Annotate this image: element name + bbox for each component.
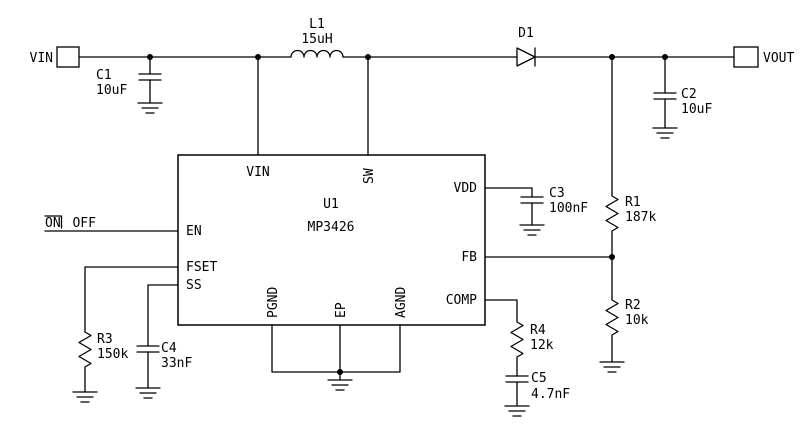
capacitor-c2: C2 10uF [652,87,712,139]
pin-label-fb: FB [461,250,477,265]
ic-body [177,154,486,326]
ground-icon [135,387,161,399]
junction-dots [147,54,668,375]
resistor-r3: R3 150k [72,327,128,403]
vout-port-label: VOUT [763,51,794,66]
on-overline [44,215,63,229]
capacitor-c3: C3 100nF [519,186,588,236]
junction-dot [662,54,668,60]
r3-value: 150k [97,347,128,362]
r2-value: 10k [625,313,649,328]
r4-ref: R4 [530,323,546,338]
resistor-symbol [605,191,619,237]
capacitor-symbol [136,345,160,353]
resistor-symbol [510,317,524,363]
ground-icon [504,405,530,417]
ic-u1: U1 MP3426 VIN SW EN FSET SS VDD FB COMP … [177,154,486,326]
vout-terminal: VOUT [733,46,794,68]
capacitor-symbol [520,196,544,204]
pin-label-ep: EP [334,302,349,318]
junction-dot [365,54,371,60]
junction-dot [255,54,261,60]
junction-dot [609,254,615,260]
capacitor-c5: C5 4.7nF [504,371,570,417]
inductor-l1: L1 15uH [290,17,344,58]
r1-value: 187k [625,210,656,225]
wire-vdd [484,187,533,226]
wire-gnd-bus [271,324,401,381]
resistor-r4: R4 12k [510,317,554,363]
c3-ref: C3 [549,186,565,201]
ground-icon [327,379,353,391]
off-text: OFF [72,216,96,231]
capacitor-symbol [653,92,677,100]
ic-ref: U1 [323,197,339,212]
c5-ref: C5 [531,371,547,386]
pin-label-agnd: AGND [394,287,409,318]
ground-icon [519,224,545,236]
c1-ref: C1 [96,68,112,83]
c2-ref: C2 [681,87,697,102]
capacitor-symbol [505,375,529,383]
resistor-r2: R2 10k [599,295,649,373]
c4-value: 33nF [161,356,192,371]
l1-value: 15uH [301,32,332,47]
d1-ref: D1 [518,26,534,41]
pin-label-ss: SS [186,278,202,293]
diode-d1: D1 [516,26,536,67]
pin-label-vin: VIN [246,165,269,180]
pin-label-fset: FSET [186,260,217,275]
vin-terminal: VIN [30,46,80,68]
junction-dot [609,54,615,60]
junction-dot [337,369,343,375]
diode-anode-triangle [516,47,536,67]
c3-value: 100nF [549,201,588,216]
r4-value: 12k [530,338,554,353]
capacitor-c1: C1 10uF [96,68,163,114]
pin-label-en: EN [186,224,202,239]
pin-label-pgnd: PGND [266,287,281,318]
r2-ref: R2 [625,298,641,313]
c4-ref: C4 [161,341,177,356]
ground-icon [652,127,678,139]
enable-net-label: ON OFF [44,215,96,231]
vin-terminal-box [56,46,80,68]
vin-port-label: VIN [30,51,53,66]
wire-ss [147,284,179,389]
wire-fset [84,266,179,393]
c2-value: 10uF [681,102,712,117]
capacitor-c4: C4 33nF [135,341,192,399]
r1-ref: R1 [625,195,641,210]
vout-terminal-box [733,46,759,68]
c5-value: 4.7nF [531,387,570,402]
ground-icon [72,391,98,403]
resistor-symbol [78,327,92,373]
pin-label-vdd: VDD [454,181,478,196]
wire-comp [484,299,518,407]
junction-dot [147,54,153,60]
ground-icon [137,102,163,114]
c1-value: 10uF [96,83,127,98]
r3-ref: R3 [97,332,113,347]
ground-icon [599,361,625,373]
capacitor-symbol [138,73,162,81]
pin-label-comp: COMP [446,293,477,308]
pin-label-sw: SW [362,168,377,184]
on-text: ON [45,216,61,231]
l1-ref: L1 [309,17,325,32]
resistor-r1: R1 187k [605,191,656,237]
on-off-label: ON OFF [45,216,96,231]
inductor-symbol [290,49,344,58]
resistor-symbol [605,295,619,341]
ic-part-number: MP3426 [308,220,355,235]
